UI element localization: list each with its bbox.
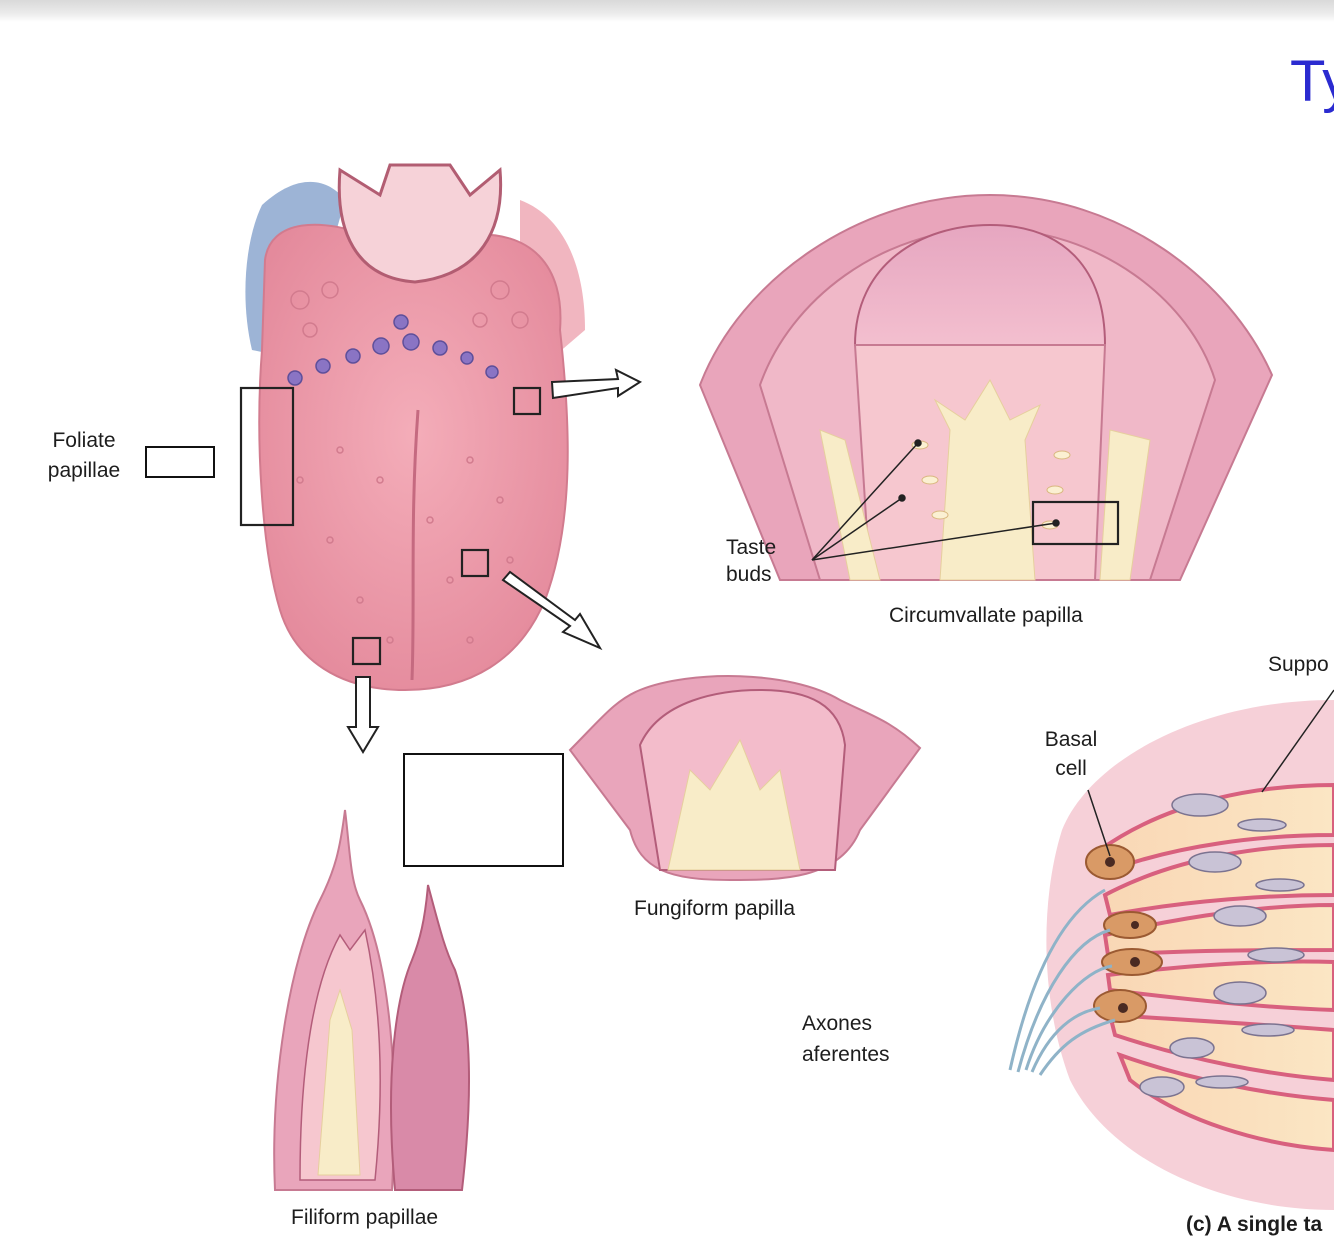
taste-line-2: buds <box>726 563 772 586</box>
taste-bud-leaders <box>811 439 1060 561</box>
cell-nuclei <box>1139 793 1305 1098</box>
label-foliate-papillae: Foliate papillae <box>38 426 130 486</box>
label-taste-buds: Taste buds <box>726 534 776 588</box>
taste-bud-detail-diagram <box>1008 689 1334 1210</box>
fungiform-answer-box[interactable] <box>403 753 564 867</box>
window-top-bar <box>0 0 1334 22</box>
fungiform-papilla-diagram <box>568 675 922 882</box>
axones-line-2: aferentes <box>802 1043 890 1066</box>
basal-line-1: Basal <box>1044 728 1098 751</box>
filiform-papillae-diagram <box>273 809 471 1191</box>
basal-nuclei <box>1105 857 1140 1013</box>
foliate-line-2: papillae <box>47 459 121 482</box>
median-sulcus <box>410 409 420 681</box>
label-filiform-papillae: Filiform papillae <box>291 1206 439 1229</box>
vallate-papillae-row <box>287 314 499 386</box>
afferent-axons <box>1008 888 1116 1076</box>
label-circumvallate-papilla: Circumvallate papilla <box>889 604 1083 627</box>
taste-bud-leaders-c <box>1087 689 1334 857</box>
basal-line-2: cell <box>1055 757 1087 780</box>
callout-arrows <box>346 368 643 754</box>
taste-bud-zoom-box <box>1031 500 1120 546</box>
label-supporting-cell: Suppo <box>1268 653 1329 676</box>
foliate-line-1: Foliate <box>52 429 116 452</box>
slide-title: Ty <box>1290 49 1334 114</box>
label-fungiform-papilla: Fungiform papilla <box>634 897 796 920</box>
filiform-right <box>390 884 471 1191</box>
label-axones-aferentes: Axones aferentes <box>802 1008 890 1070</box>
foliate-answer-box[interactable] <box>145 446 215 478</box>
label-basal-cell: Basal cell <box>1036 725 1106 783</box>
fungiform-nerves <box>667 738 801 871</box>
callout-squares <box>239 386 542 666</box>
caption-single-taste-bud: (c) A single ta <box>1186 1213 1323 1236</box>
circumvallate-papilla-diagram <box>698 193 1274 581</box>
filiform-nerves <box>317 988 361 1176</box>
epiglottis <box>337 163 503 284</box>
basal-cells <box>1085 844 1163 1023</box>
surface-texture <box>290 280 529 644</box>
circumvallate-dome-top <box>853 223 1107 346</box>
axones-line-1: Axones <box>802 1012 873 1035</box>
tongue-diagram <box>239 163 643 754</box>
taste-line-1: Taste <box>726 536 777 559</box>
